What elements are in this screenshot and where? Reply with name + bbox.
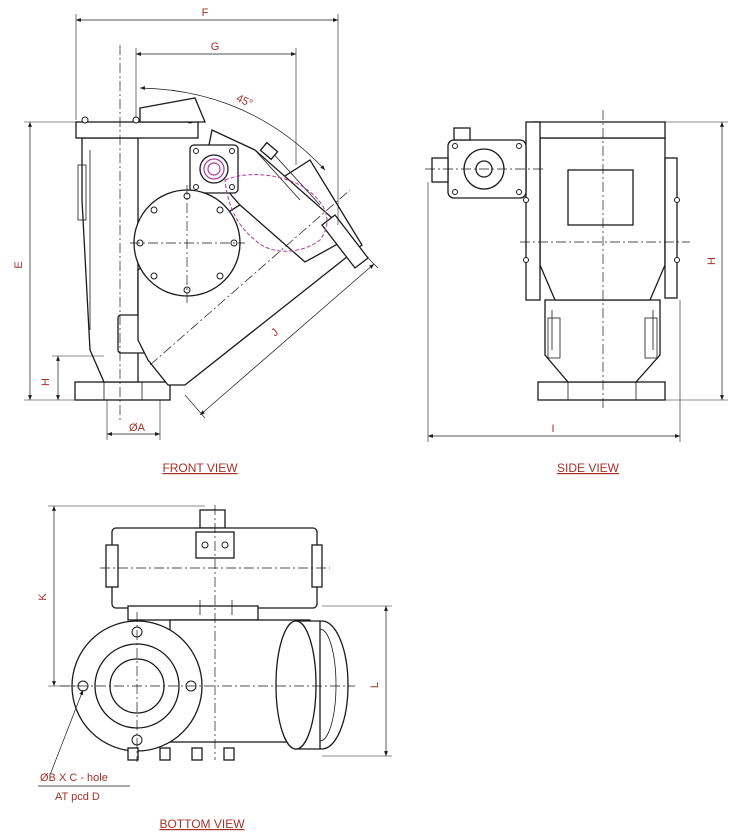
bottom-top-lug [199,509,226,529]
side-view-title: SIDE VIEW [557,461,620,475]
dim-label-H-front: H [40,378,52,386]
dim-label-I: I [551,423,554,435]
hole-note-line2: AT pcd D [55,791,100,803]
front-base-flange [74,381,171,401]
dim-label-F: F [202,7,209,19]
front-view [24,14,379,440]
side-view [425,110,728,442]
bottom-view-title: BOTTOM VIEW [159,817,245,831]
front-hidden-outline [224,174,328,252]
dim-label-G: G [211,41,220,53]
bottom-actuator-right-cap [311,544,323,588]
hole-note-line1: ØB X C - hole [40,772,108,784]
dim-label-J: J [269,326,281,339]
side-top-flange [532,121,666,139]
bottom-view [38,505,392,787]
dim-label-L: L [369,682,381,688]
dim-label-H-side: H [706,257,718,265]
front-view-title: FRONT VIEW [162,461,238,475]
front-top-flange [75,121,199,139]
side-lower-body [544,299,661,383]
front-bonnet [139,97,206,123]
bottom-actuator-left-cap [105,544,119,588]
dim-label-A: ØA [129,422,146,434]
dim-label-E: E [13,261,25,268]
side-left-flange [525,121,541,301]
side-right-flange [664,157,678,299]
side-base-flange [537,381,666,401]
side-handwheel-stub [431,157,449,183]
dim-label-K: K [37,593,49,601]
side-window [567,169,634,226]
